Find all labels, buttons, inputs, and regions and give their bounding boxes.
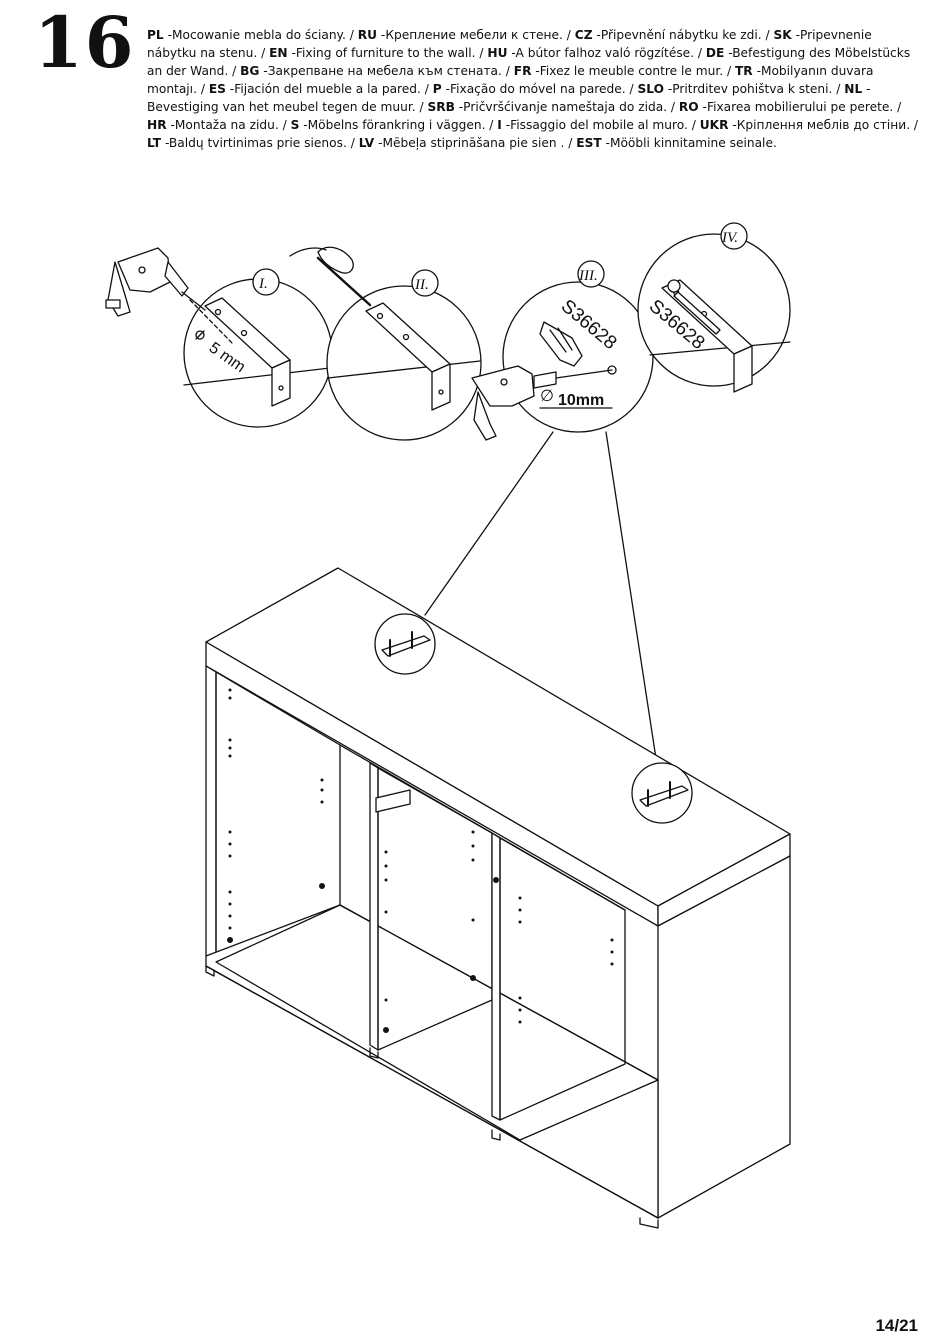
instruction-sk: SK -Pripevnenie nábytku na stenu. / [147,28,872,60]
instruction-lv: LV -Mēbeļa stiprināšana pie sien . / [358,136,573,150]
instruction-bg: BG -Закрепване на мебела към стената. / [240,64,510,78]
instruction-de: DE -Befestigung des Möbelstücks an der W… [147,46,911,78]
drill-size-10mm: 10mm [558,392,604,409]
power-drill-icon [471,365,613,441]
instruction-pl: PL -Mocowanie mebla do ściany. / [147,28,354,42]
cabinet-drawing [205,567,791,1229]
instruction-ukr: UKR -Кріплення меблів до стіни. / [699,118,919,132]
step-3-label: III. [578,268,598,284]
marking-pencil-icon [289,246,372,307]
instruction-ru: RU -Крепление мебели к стене. / [357,28,571,42]
instruction-en: EN -Fixing of furniture to the wall. / [269,46,484,60]
step-4-label: IV. [721,230,738,246]
instruction-s: S -Möbelns förankring i väggen. / [290,118,494,132]
detail-step-1: I. 5 mm [105,247,333,428]
step-2-label: II. [414,277,429,293]
instruction-nl: NL -Bevestiging van het meubel tegen de … [147,82,871,114]
bracket-callout-right [631,762,693,824]
instruction-ro: RO -Fixarea mobilierului pe perete. / [678,100,902,114]
step-number: 16 [34,1,136,84]
page-number: 14/21 [875,1316,918,1335]
instruction-fr: FR -Fixez le meuble contre le mur. / [513,64,732,78]
detail-step-2: II. [289,246,482,441]
instruction-est: EST -Mööbli kinnitamine seinale. [576,136,777,150]
angle-bracket-icon [365,302,451,411]
drill-bit-5mm-icon [189,299,235,346]
instruction-hr: HR -Montaža na zidu. / [147,118,287,132]
angle-bracket-icon [204,297,291,407]
instruction-hu: HU -A bútor falhoz való rögzítése. / [487,46,703,60]
power-drill-icon [105,247,206,317]
instruction-i: I -Fissaggio del mobile al muro. / [497,118,696,132]
wall-plug-icon [539,321,583,367]
detail-step-4: IV. S36628 [637,222,791,393]
instruction-tr: TR -Mobilyanın duvara montajı. / [147,64,874,96]
detail-step-3: III. S36628 ∅ 10mm [471,260,654,441]
instruction-srb: SRB -Pričvršćivanje nameštaja do zida. / [427,100,676,114]
bracket-callout-left [374,613,436,675]
screw-icon [667,279,721,335]
instruction-slo: SLO -Pritrditev pohištva k steni. / [637,82,841,96]
diameter-symbol: ∅ [540,388,554,405]
instruction-lt: LT -Baldų tvirtinimas prie sienos. / [147,136,355,150]
instructions-text: PL -Mocowanie mebla do ściany. / RU -Кре… [147,26,922,152]
instruction-p: P -Fixação do móvel na parede. / [432,82,634,96]
step-1-label: I. [258,276,268,292]
instruction-cz: CZ -Připevnění nábytku ke zdi. / [574,28,770,42]
instruction-es: ES -Fijación del mueble a la pared. / [208,82,429,96]
